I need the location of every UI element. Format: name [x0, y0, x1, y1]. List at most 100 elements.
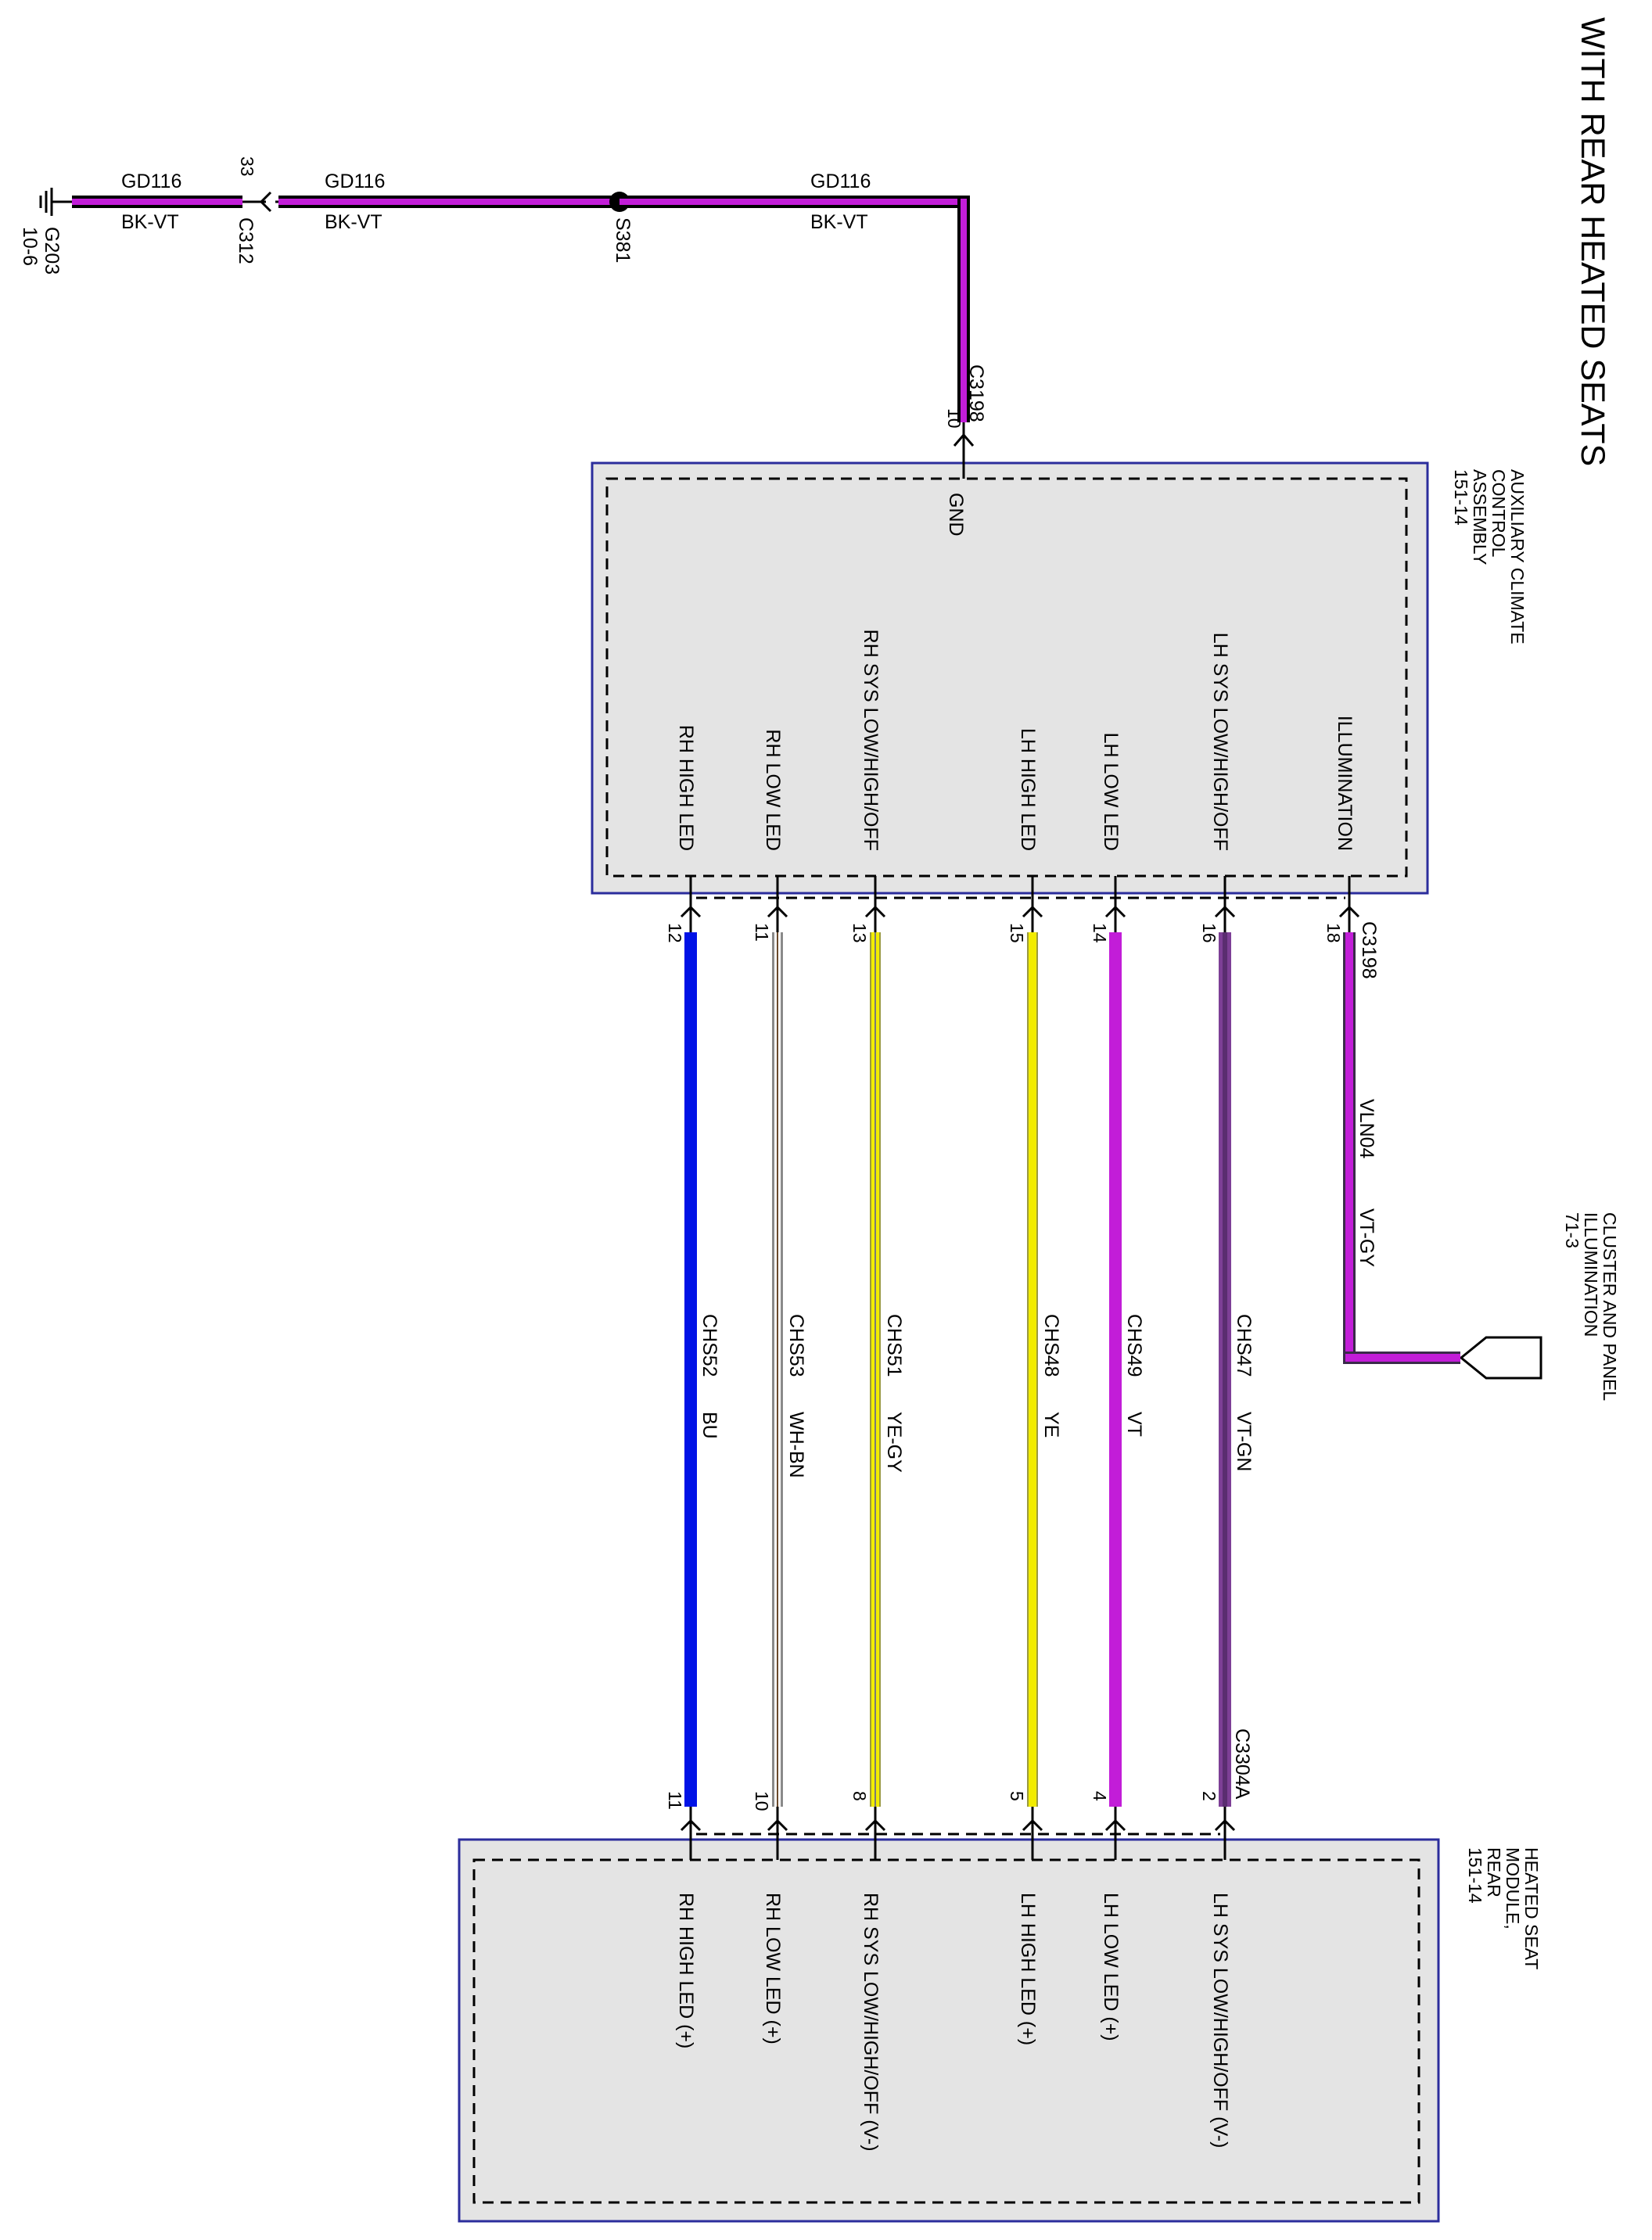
c3198-gnd-label: C3198	[965, 364, 987, 422]
cluster-name-line2: ILLUMINATION	[1581, 1212, 1601, 1337]
acca-name-line3: ASSEMBLY	[1470, 469, 1490, 565]
wire-color-label: YE-GY	[883, 1412, 905, 1473]
acca-pin-number: 18	[1323, 923, 1344, 943]
c312-pin: 33	[237, 156, 257, 177]
connector-chevron-icon	[1214, 905, 1236, 918]
harness-wires: 18VLN04VT-GY16CHS47VT-GN214CHS49VT415CHS…	[665, 876, 1461, 1860]
wire-color-label: BU	[699, 1412, 720, 1439]
connector-chevron-icon	[864, 905, 886, 918]
hsm-pin-number: 8	[849, 1791, 870, 1801]
acca-pin-number: 13	[849, 923, 870, 943]
acca-terminal-labels: ILLUMINATION LH SYS LOW/HIGH/OFF LH LOW LE…	[675, 630, 1356, 851]
wire-color-label: VT-GY	[1356, 1208, 1377, 1267]
hsm-module: HEATED SEAT MODULE, REAR 151-14 LH SYS L…	[458, 1838, 1542, 2223]
seg1-color: BK-VT	[121, 211, 179, 233]
wire-circuit-label: CHS47	[1233, 1314, 1255, 1377]
acca-terminal: RH HIGH LED	[675, 725, 697, 851]
wire-color-label: YE	[1040, 1412, 1062, 1438]
seg2-color: BK-VT	[325, 211, 382, 233]
ground-run: G203 10-6 GD116 BK-VT 33 C312 GD116 BK-V…	[19, 156, 987, 461]
acca-terminal: ILLUMINATION	[1334, 716, 1356, 851]
acca-terminal: LH HIGH LED	[1017, 728, 1039, 851]
hsm-name-line2: MODULE,	[1503, 1847, 1523, 1929]
wire-body	[1109, 932, 1122, 1807]
seg3-circuit: GD116	[810, 171, 871, 192]
hsm-pin-number: 10	[752, 1791, 772, 1811]
wire-gd116-seg2-violet	[278, 199, 620, 205]
acca-name-line2: CONTROL	[1489, 469, 1509, 558]
acca-pin-number: 15	[1007, 923, 1027, 943]
acca-name-line1: AUXILIARY CLIMATE	[1507, 469, 1528, 644]
c3198-gnd-pin: 10	[944, 408, 964, 429]
ground-label: G203	[41, 227, 63, 275]
acca-gnd-label: GND	[945, 493, 967, 537]
hsm-terminal: RH HIGH LED (+)	[675, 1893, 697, 2048]
wire-color-label: VT	[1123, 1412, 1145, 1437]
wire-gd116-seg1-violet	[72, 199, 242, 205]
hsm-connector-chevron-icon	[864, 1818, 886, 1832]
acca-pin-number: 16	[1199, 923, 1219, 943]
hsm-inner-dashed	[472, 1858, 1420, 2204]
wire-circuit-label: CHS49	[1123, 1314, 1145, 1377]
wire-circuit-label: CHS51	[883, 1314, 905, 1377]
hsm-terminal: LH LOW LED (+)	[1100, 1893, 1122, 2041]
hsm-box	[458, 1838, 1440, 2223]
wire-circuit-label: CHS48	[1040, 1314, 1062, 1377]
wire-stripe	[1029, 932, 1036, 1807]
wire-tracer	[777, 932, 778, 1807]
connector-chevron-icon	[1022, 905, 1043, 918]
ground-symbol-icon	[39, 188, 72, 216]
hsm-pin-number: 4	[1090, 1791, 1110, 1801]
connector-chevron-icon	[767, 905, 788, 918]
hsm-name-line1: HEATED SEAT	[1521, 1847, 1542, 1969]
wire-color-label: WH-BN	[785, 1412, 807, 1478]
wire-gd116-seg3-violet-h	[620, 199, 964, 205]
c3198-label: C3198	[1358, 921, 1380, 979]
wire-circuit-label: CHS53	[785, 1314, 807, 1377]
acca-terminal: RH SYS LOW/HIGH/OFF	[860, 630, 882, 851]
seg1-circuit: GD116	[121, 171, 181, 192]
hsm-connector-chevron-icon	[1214, 1818, 1236, 1832]
acca-name-line4: 151-14	[1451, 469, 1471, 526]
c312-label: C312	[235, 217, 257, 264]
wire-circuit-label: CHS52	[699, 1314, 720, 1377]
wire-stripe-h	[1345, 1354, 1460, 1362]
acca-terminal: LH LOW LED	[1100, 733, 1122, 851]
wire-circuit-label: VLN04	[1356, 1099, 1377, 1159]
acca-terminal: LH SYS LOW/HIGH/OFF	[1209, 633, 1231, 851]
hsm-pin-number: 2	[1199, 1791, 1219, 1801]
wire-gd116-seg3-violet-v	[961, 199, 967, 422]
hsm-name-line4: 151-14	[1465, 1847, 1485, 1904]
acca-inner-dashed	[605, 477, 1408, 878]
hsm-terminal-labels: LH SYS LOW/HIGH/OFF (V-) LH LOW LED (+) LH…	[675, 1893, 1231, 2152]
hsm-terminal: LH HIGH LED (+)	[1017, 1893, 1039, 2045]
hsm-pin-number: 5	[1007, 1791, 1027, 1801]
connector-chevron-icon	[680, 905, 702, 918]
c3198-gnd-connector-icon	[953, 422, 975, 461]
hsm-connector-chevron-icon	[767, 1818, 788, 1832]
acca-pin-number: 12	[665, 923, 685, 943]
cluster-connector-icon	[1459, 1336, 1542, 1380]
wire-tracer	[874, 932, 876, 1807]
hsm-terminal: LH SYS LOW/HIGH/OFF (V-)	[1209, 1893, 1231, 2148]
wire-stripe	[1345, 932, 1353, 1364]
hsm-terminal: RH SYS LOW/HIGH/OFF (V-)	[860, 1893, 882, 2152]
hsm-connector-chevron-icon	[1022, 1818, 1043, 1832]
acca-pin-number: 14	[1090, 923, 1110, 943]
cluster-module: CLUSTER AND PANEL ILLUMINATION 71-3	[1459, 1212, 1620, 1401]
acca-box	[591, 461, 1429, 895]
hsm-name-line3: REAR	[1484, 1847, 1504, 1897]
c312-connector-icon	[242, 191, 282, 213]
hsm-connector-chevron-icon	[1104, 1818, 1126, 1832]
acca-terminal: RH LOW LED	[762, 729, 784, 851]
acca-pin-number: 11	[752, 923, 772, 942]
ground-page-ref: 10-6	[19, 227, 41, 266]
splice-label: S381	[612, 217, 634, 263]
